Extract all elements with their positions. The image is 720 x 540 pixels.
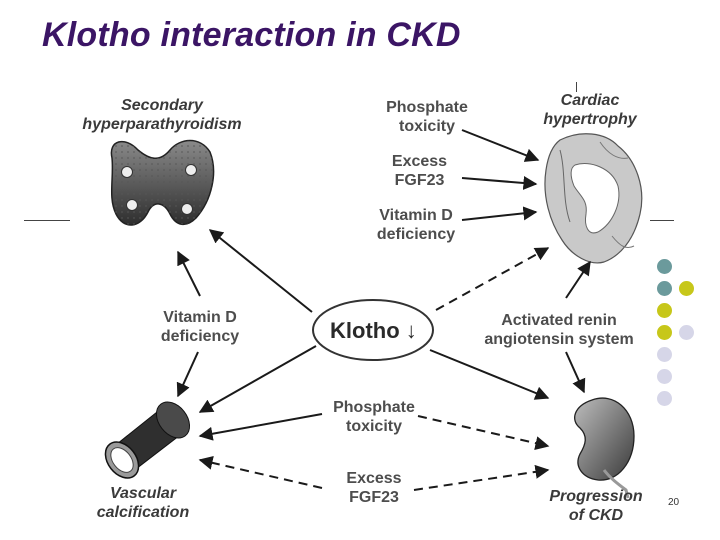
arrow-fgf23-to-vascular-dashed [198, 455, 323, 489]
node-parathyroid-label: Secondary hyperparathyroidism [82, 97, 242, 133]
arrow-phosphate-to-kidney-dashed [417, 415, 550, 450]
arrows-solid [176, 129, 591, 441]
heart-section-image [544, 133, 643, 264]
arrow-raas-heart-kidney [565, 260, 591, 299]
deco-dot-lav-2 [657, 347, 672, 362]
factor-fgf23-top: Excess FGF23 [391, 153, 448, 189]
arrow-vitd-to-vascular [176, 351, 199, 398]
arrow-klotho-to-heart-dashed [435, 247, 550, 311]
deco-dot-lav-1 [679, 325, 694, 340]
vascular-tube-image [104, 401, 191, 479]
arrow-vitd-to-parathyroid [177, 250, 201, 297]
top-tick [576, 82, 577, 92]
deco-dot-olive-2 [657, 303, 672, 318]
page-number: 20 [668, 497, 680, 508]
right-rule [650, 220, 674, 221]
deco-dot-teal-2 [657, 281, 672, 296]
node-cardiac-label: Cardiac hypertrophy [543, 92, 637, 128]
klotho-ellipse [312, 299, 434, 361]
factor-vitd-left: Vitamin D deficiency [160, 309, 240, 345]
arrow-vitd-to-heart [461, 206, 538, 221]
node-kidney-label: Progression of CKD [549, 488, 643, 524]
slide-title: Klotho interaction in CKD [42, 16, 461, 54]
klotho-label: Klotho ↓ [330, 318, 417, 344]
parathyroid-gland-image [110, 139, 215, 226]
arrow-fgf23-to-heart [461, 176, 538, 190]
arrow-phosphate-to-heart [461, 129, 540, 162]
deco-dot-lav-3 [657, 369, 672, 384]
klotho-text: Klotho [330, 318, 400, 343]
left-rule [24, 220, 70, 221]
factor-phosphate-top: Phosphate toxicity [386, 99, 468, 135]
factor-fgf23-bottom: Excess FGF23 [346, 470, 402, 506]
factor-raas: Activated renin angiotensin system [484, 312, 634, 348]
node-vascular-label: Vascular calcification [96, 485, 190, 521]
deco-dot-teal-1 [657, 259, 672, 274]
factor-vitd-top: Vitamin D deficiency [376, 207, 456, 243]
arrow-raas-kidney [565, 351, 586, 394]
arrow-klotho-to-vascular [198, 345, 317, 413]
factor-phosphate-bottom: Phosphate toxicity [333, 399, 415, 435]
deco-dot-olive-1 [679, 281, 694, 296]
klotho-down-arrow: ↓ [405, 318, 417, 343]
arrows-dashed [198, 247, 550, 491]
deco-dot-lav-4 [657, 391, 672, 406]
deco-dot-olive-3 [657, 325, 672, 340]
arrow-klotho-to-parathyroid [208, 229, 313, 313]
arrow-fgf23-to-kidney-dashed [413, 464, 550, 491]
arrow-phosphate-to-vascular [198, 413, 323, 441]
kidney-image [574, 397, 635, 499]
arrow-klotho-to-kidney [429, 349, 550, 400]
